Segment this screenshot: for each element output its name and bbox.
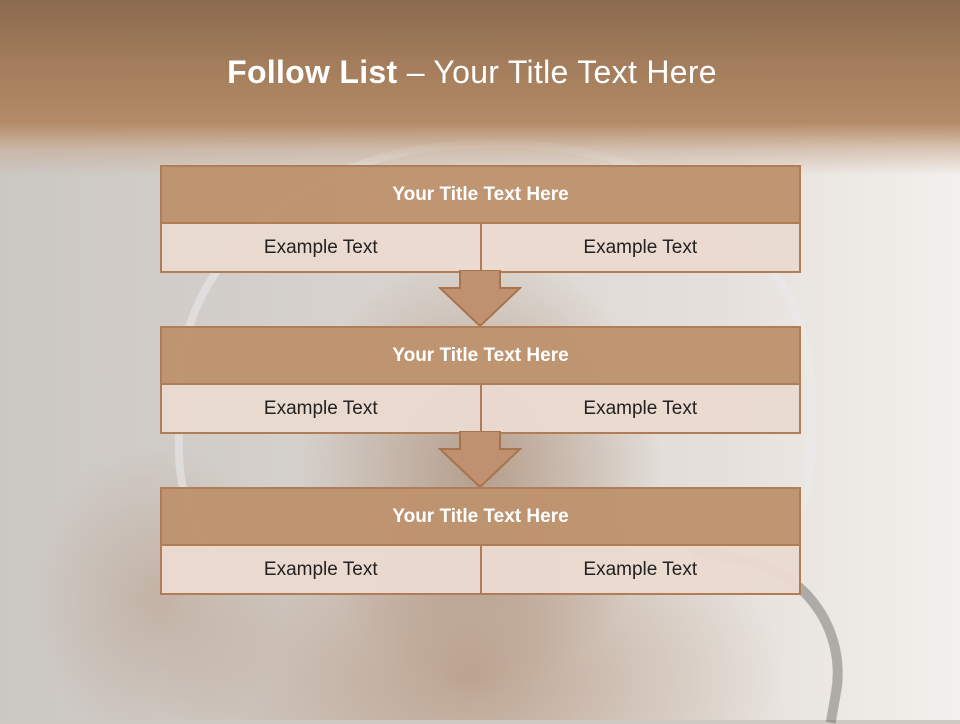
block-title: Your Title Text Here bbox=[162, 489, 799, 546]
block-cell-left: Example Text bbox=[162, 385, 480, 432]
list-block-2: Your Title Text Here Example Text Exampl… bbox=[160, 326, 801, 434]
block-cell-right: Example Text bbox=[479, 385, 799, 432]
block-cell-left: Example Text bbox=[162, 546, 480, 593]
block-title: Your Title Text Here bbox=[162, 167, 799, 224]
block-cell-left: Example Text bbox=[162, 224, 480, 271]
list-block-3: Your Title Text Here Example Text Exampl… bbox=[160, 487, 801, 595]
down-arrow-icon bbox=[438, 431, 522, 489]
slide-title: Follow List – Your Title Text Here bbox=[0, 54, 944, 91]
block-title: Your Title Text Here bbox=[162, 328, 799, 385]
down-arrow-icon bbox=[438, 270, 522, 328]
block-row: Example Text Example Text bbox=[162, 224, 799, 271]
block-row: Example Text Example Text bbox=[162, 546, 799, 593]
slide-title-rest: – Your Title Text Here bbox=[397, 54, 717, 90]
block-cell-right: Example Text bbox=[479, 546, 799, 593]
list-block-1: Your Title Text Here Example Text Exampl… bbox=[160, 165, 801, 273]
block-cell-right: Example Text bbox=[479, 224, 799, 271]
title-band bbox=[0, 0, 960, 175]
slide-title-bold: Follow List bbox=[227, 54, 398, 90]
block-row: Example Text Example Text bbox=[162, 385, 799, 432]
